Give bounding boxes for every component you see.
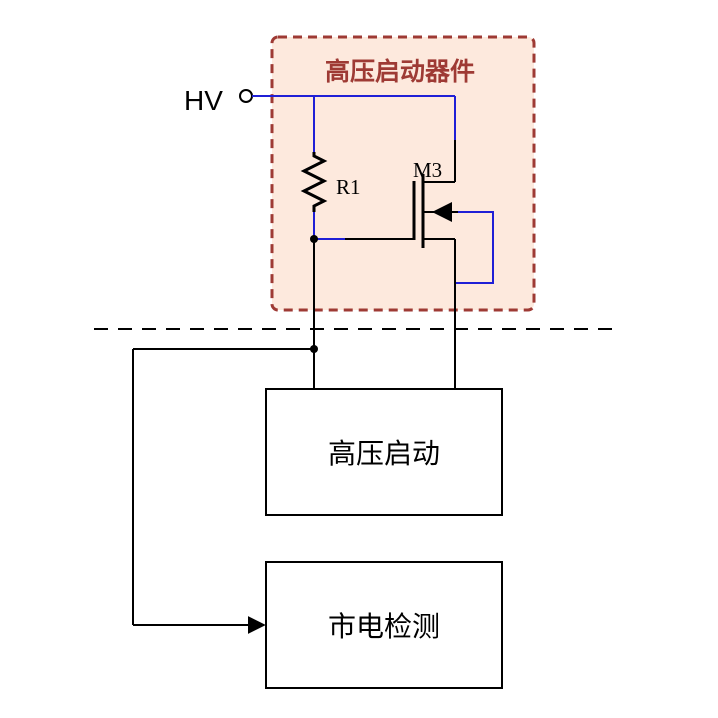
hv-device-title: 高压启动器件 (325, 57, 475, 86)
resistor-label: R1 (336, 175, 361, 199)
detection-block (265, 561, 503, 689)
transistor-m3 (345, 140, 458, 268)
black-wiring (132, 239, 456, 625)
startup-block-label: 高压启动 (328, 437, 440, 470)
junction-dot-resistor (310, 235, 318, 243)
junction-dot-detection (310, 345, 318, 353)
transistor-label: M3 (413, 158, 442, 182)
hv-device-region (270, 35, 536, 312)
transistor-arrow (432, 202, 452, 222)
startup-block (265, 388, 503, 516)
hv-terminal-label: HV (184, 85, 223, 116)
resistor-r1 (300, 152, 328, 212)
detection-block-label: 市电检测 (328, 610, 440, 643)
hv-terminal (239, 89, 253, 103)
